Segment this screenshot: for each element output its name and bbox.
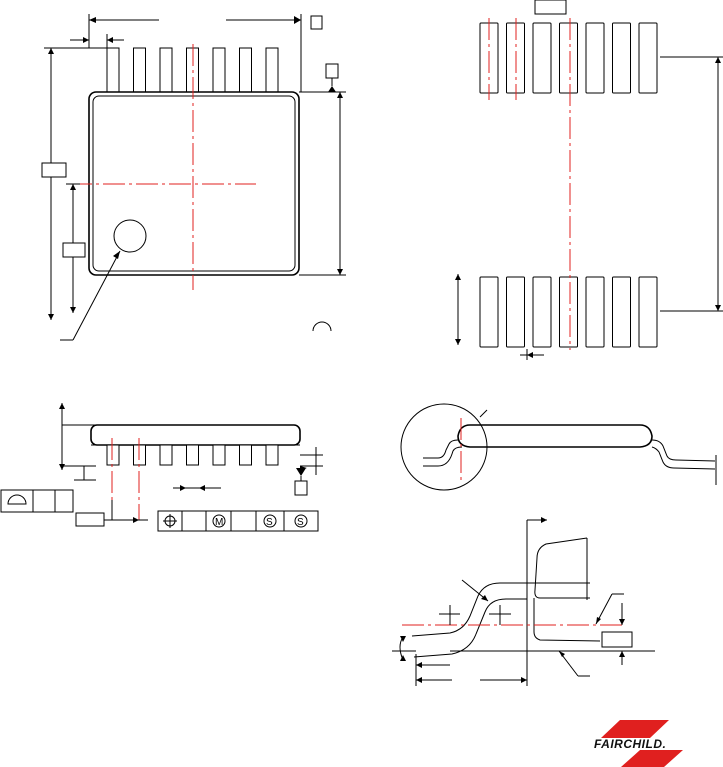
gauge-detail [392,517,655,686]
land-pad-top [638,22,658,94]
land-pad-top [532,22,552,94]
top-lead [239,47,252,93]
feature-control-frame [157,510,319,532]
land-pad-top [612,22,631,94]
land-pad-bottom [506,276,525,348]
datum-box-top [310,15,323,30]
fairchild-logo: FAIRCHILD. [594,720,683,767]
dimension-box-left-2 [62,242,86,258]
pin1-marker [113,219,147,253]
profile-tolerance-frame [0,489,74,513]
top-view [41,14,346,341]
datum-box-right [325,63,339,79]
side-lead [186,444,199,466]
land-pads-top [479,22,658,94]
top-leads [106,47,279,93]
top-lead [159,47,173,93]
datum-box-side [294,480,308,496]
land-pattern [455,0,723,360]
land-pad-bottom [532,276,552,348]
position-icon [163,514,177,528]
fcf-modifier-2: S [266,517,273,528]
max-material-icon [212,514,226,528]
top-lead [106,47,120,93]
rfs-icon-2 [294,514,308,528]
side-lead [212,444,226,466]
rfs-icon-1 [263,514,277,528]
logo-text: FAIRCHILD. [594,737,666,751]
top-lead [265,47,279,93]
side-lead [239,444,252,466]
top-lead [133,47,146,93]
land-pad-bottom [559,276,578,348]
land-pads-bottom [479,276,658,348]
side-lead [159,444,173,466]
land-pad-top [559,22,578,94]
gauge-box [601,631,633,648]
land-pad-bottom [612,276,631,348]
side-lead [106,444,120,466]
side-view: M S S [0,403,323,532]
top-lead [212,47,226,93]
side-leads [106,444,279,466]
dimension-box-left [41,162,67,178]
dimension-box-side [75,512,105,527]
profile-arc-symbol [312,321,332,332]
fcf-modifier-3: S [297,517,304,528]
land-pad-bottom [585,276,605,348]
land-pad-bottom [479,276,499,348]
side-lead [265,444,279,466]
land-pad-bottom [638,276,658,348]
end-view [400,403,717,491]
land-pad-top [585,22,605,94]
fcf-modifier-1: M [215,517,223,528]
profile-of-surface-icon [7,494,27,505]
